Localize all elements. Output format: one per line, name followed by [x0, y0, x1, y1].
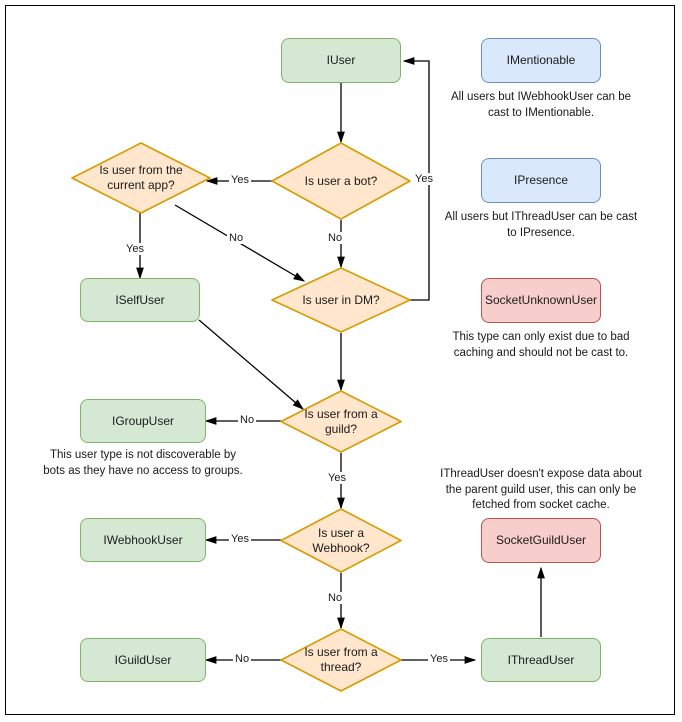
node-is-user-a-webhook-label: Is user a Webhook?	[312, 525, 370, 555]
node-socketguilduser[interactable]: SocketGuildUser	[481, 518, 601, 563]
node-is-user-from-a-thread-label: Is user from a thread?	[304, 645, 378, 674]
node-igroupuser-label: IGroupUser	[111, 413, 175, 428]
node-imentionable-label: IMentionable	[506, 53, 576, 67]
edge-label-guild-yes: Yes	[326, 472, 348, 484]
note-socketguilduser: IThreadUser doesn't expose data about th…	[440, 468, 642, 512]
node-iguilduser[interactable]: IGuildUser	[80, 638, 206, 682]
diamond-shape	[271, 142, 411, 220]
node-socketguilduser-label: SocketGuildUser	[495, 533, 587, 547]
node-is-user-from-current-app[interactable]: Is user from the current app?	[71, 142, 211, 214]
edge-label-thread-yes: Yes	[428, 653, 450, 665]
node-is-user-a-bot[interactable]: Is user a bot?	[271, 142, 411, 220]
diamond-shape	[71, 142, 211, 214]
note-igroupuser: This user type is not discoverable by bo…	[43, 449, 243, 477]
node-ipresence[interactable]: IPresence	[481, 158, 601, 203]
node-is-user-from-a-thread[interactable]: Is user from a thread?	[280, 628, 402, 692]
node-is-user-from-a-guild[interactable]: Is user from a guild?	[280, 390, 402, 453]
node-imentionable[interactable]: IMentionable	[481, 38, 601, 83]
node-igroupuser[interactable]: IGroupUser	[80, 399, 206, 443]
node-is-user-in-dm-label: Is user in DM?	[302, 292, 380, 307]
node-iselfuser-label: ISelfUser	[115, 292, 165, 307]
edge-label-app-yes: Yes	[124, 243, 146, 255]
node-iwebhookuser-label: IWebhookUser	[103, 532, 183, 547]
edge-label-thread-no: No	[233, 653, 252, 665]
node-is-user-a-webhook[interactable]: Is user a Webhook?	[280, 508, 402, 573]
edge-label-bot-yes: Yes	[229, 174, 251, 186]
node-is-user-from-current-app-label: Is user from the current app?	[99, 163, 183, 192]
diamond-shape	[280, 628, 402, 692]
node-iguilduser-label: IGuildUser	[114, 652, 172, 667]
edge-label-dm-yes: Yes	[413, 173, 435, 185]
edge-label-webhook-yes: Yes	[229, 533, 251, 545]
node-iuser-label: IUser	[326, 53, 356, 67]
note-socketunknownuser: This type can only exist due to bad cach…	[452, 331, 630, 359]
node-is-user-a-bot-label: Is user a bot?	[304, 173, 378, 188]
node-ithreaduser[interactable]: IThreadUser	[481, 638, 601, 682]
edge-label-app-no: No	[227, 232, 246, 244]
node-iwebhookuser[interactable]: IWebhookUser	[80, 518, 206, 562]
node-is-user-in-dm[interactable]: Is user in DM?	[271, 267, 411, 333]
node-ithreaduser-label: IThreadUser	[507, 652, 575, 667]
edge-label-bot-no: No	[326, 232, 345, 244]
edge-label-webhook-no: No	[326, 592, 345, 604]
node-ipresence-label: IPresence	[513, 173, 569, 187]
node-iuser[interactable]: IUser	[281, 38, 401, 83]
diamond-shape	[280, 390, 402, 453]
node-iselfuser[interactable]: ISelfUser	[80, 278, 200, 322]
note-imentionable: All users but IWebhookUser can be cast t…	[450, 91, 632, 119]
diamond-shape	[280, 508, 402, 573]
node-socketunknownuser[interactable]: SocketUnknownUser	[481, 278, 601, 323]
edge-label-guild-no: No	[238, 414, 257, 426]
node-socketunknownuser-label: SocketUnknownUser	[484, 293, 598, 307]
note-ipresence: All users but IThreadUser can be cast to…	[444, 211, 638, 239]
diamond-shape	[271, 267, 411, 333]
node-is-user-from-a-guild-label: Is user from a guild?	[304, 406, 378, 436]
